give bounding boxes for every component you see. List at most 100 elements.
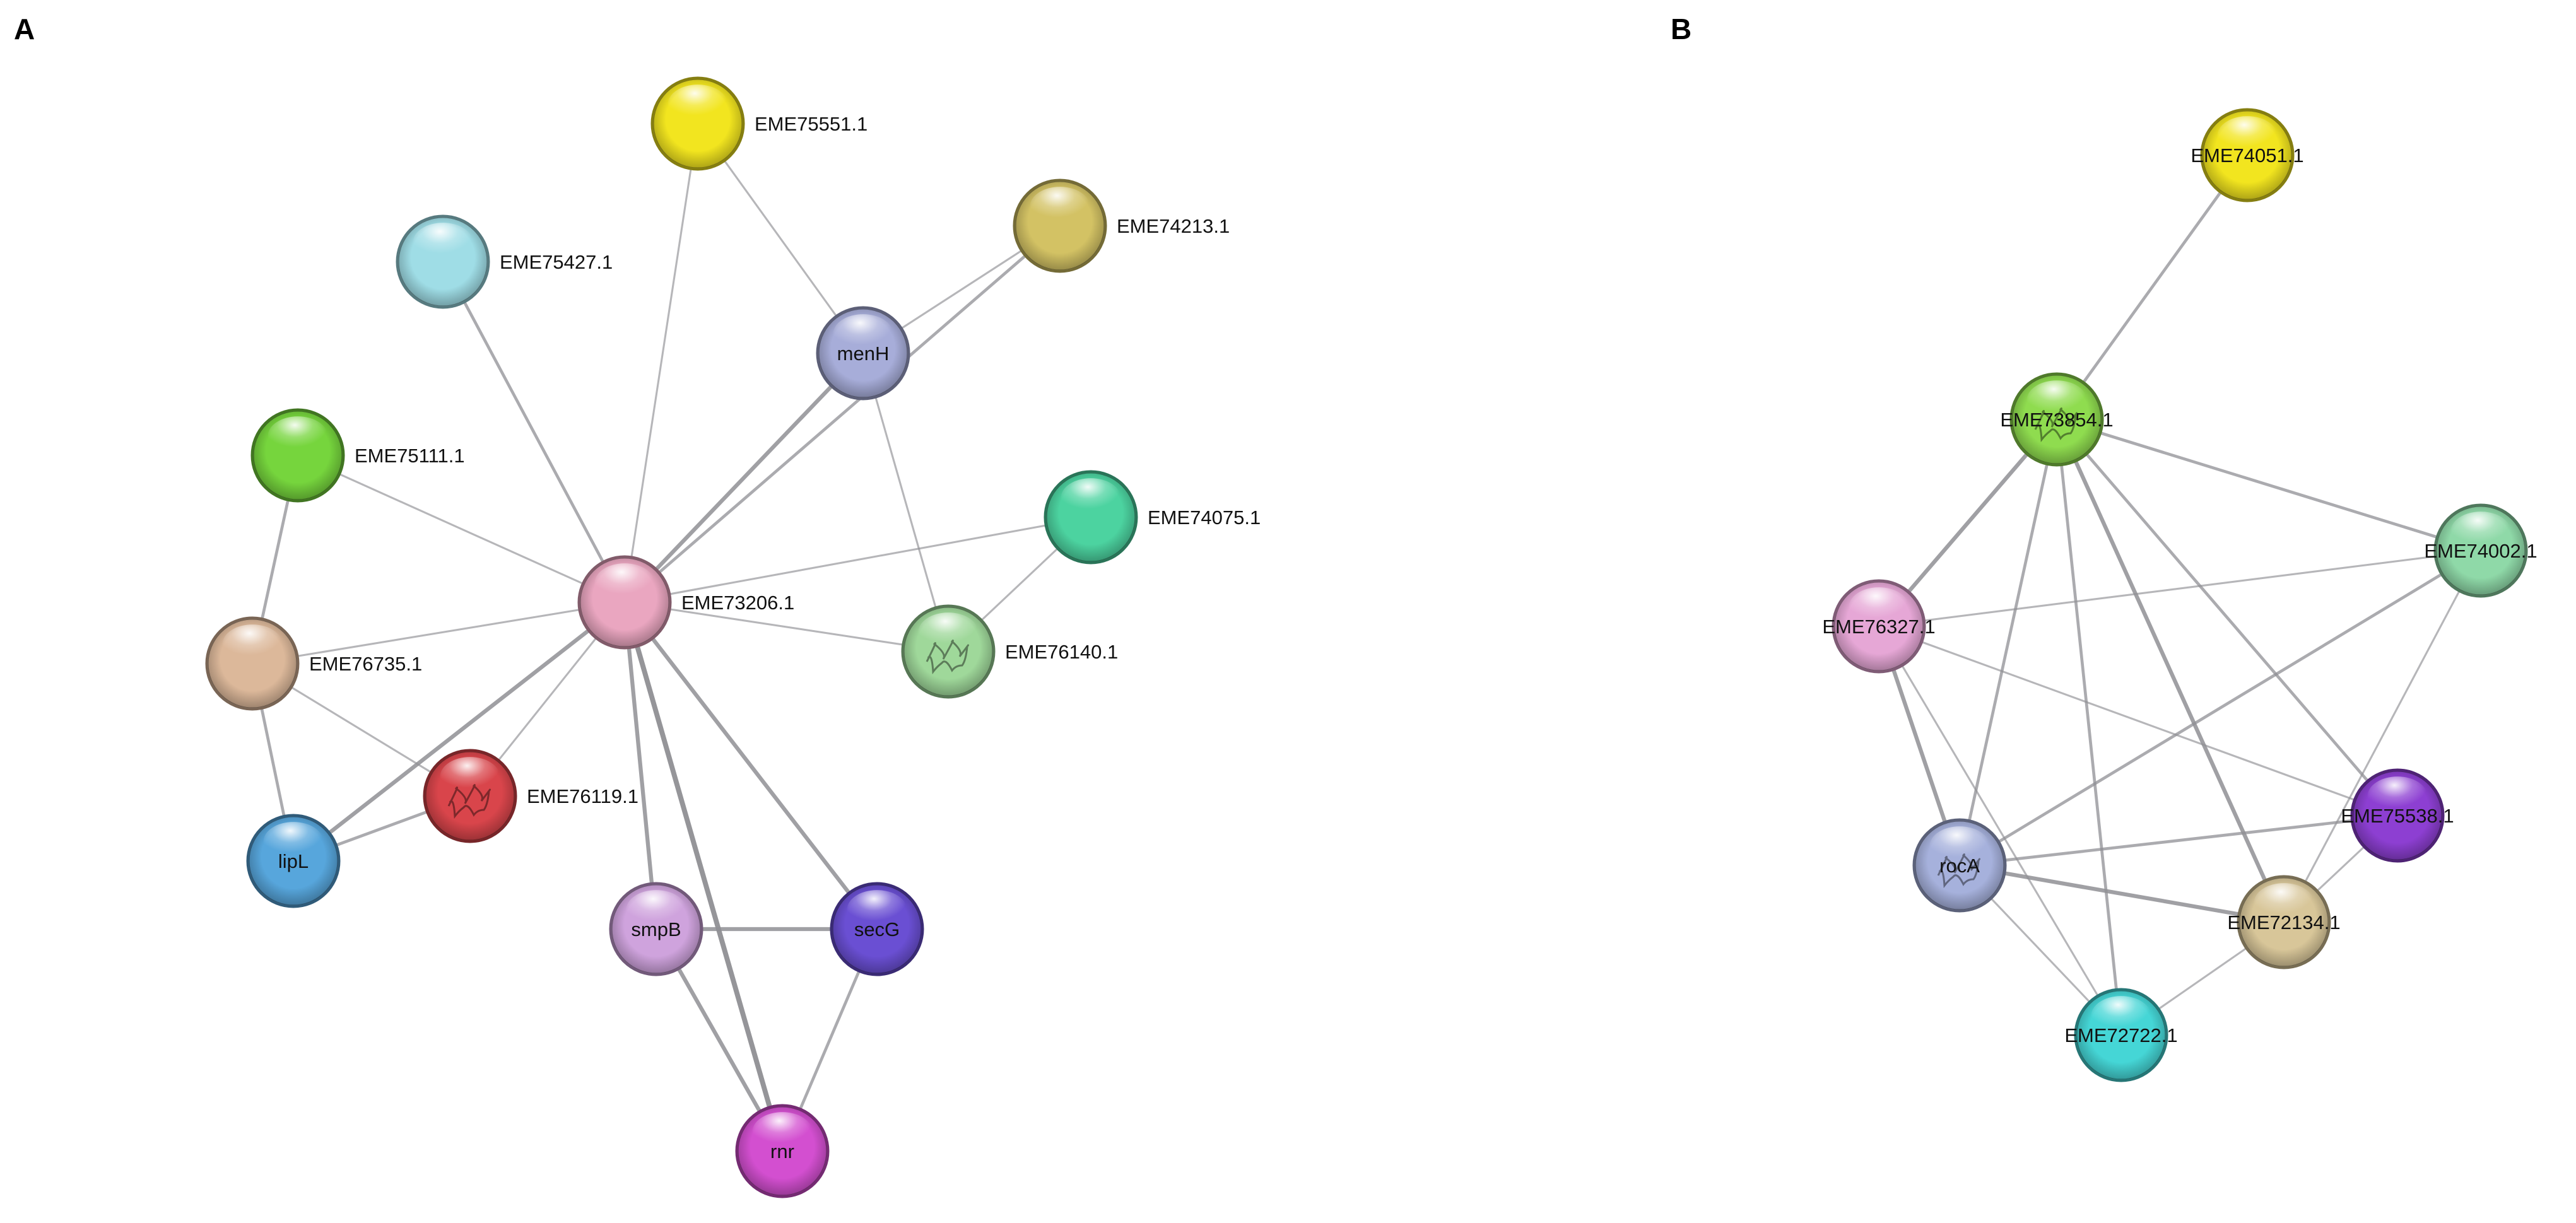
node-EME75111.1[interactable]: EME75111.1 <box>250 408 465 503</box>
edge-EME73206.1-rnr <box>622 600 785 1154</box>
node-label: EME74075.1 <box>1148 506 1261 529</box>
node-highlight <box>668 85 728 125</box>
node-label: menH <box>837 342 890 365</box>
node-label: EME76735.1 <box>309 653 422 675</box>
node-highlight <box>268 416 328 457</box>
node-highlight <box>752 1112 813 1152</box>
edge-EME73206.1-EME74213.1 <box>623 224 1062 604</box>
node-label: EME76140.1 <box>1005 641 1118 663</box>
node-highlight <box>2367 776 2428 817</box>
node-highlight <box>440 757 500 797</box>
node-EME75551.1[interactable]: EME75551.1 <box>650 76 867 171</box>
node-highlight <box>1030 187 1090 227</box>
protein-structure-icon <box>2034 407 2078 443</box>
node-EME76327.1[interactable]: EME76327.1 <box>1822 579 1936 674</box>
node-rnr[interactable]: rnr <box>735 1104 830 1198</box>
node-EME74002.1[interactable]: EME74002.1 <box>2424 503 2538 598</box>
edge-EME73854.1-EME72722.1 <box>2055 418 2123 1037</box>
node-EME75538.1[interactable]: EME75538.1 <box>2341 768 2454 863</box>
node-label: rocA <box>1939 855 1980 877</box>
panel-b-letter: B <box>1671 13 1691 45</box>
edge-rocA-EME72134.1 <box>1957 863 2286 925</box>
node-menH[interactable]: menH <box>816 306 910 401</box>
node-EME76140.1[interactable]: EME76140.1 <box>901 604 1118 699</box>
edge-EME74002.1-rocA <box>1958 549 2483 867</box>
edge-EME73206.1-EME75551.1 <box>623 122 699 604</box>
node-label: smpB <box>631 918 681 940</box>
edge-EME73206.1-lipL <box>291 600 627 863</box>
edge-rocA-EME75538.1 <box>1958 814 2399 867</box>
node-EME72722.1[interactable]: EME72722.1 <box>2064 988 2178 1082</box>
node-highlight <box>2026 380 2087 421</box>
node-highlight <box>222 624 283 665</box>
node-EME76735.1[interactable]: EME76735.1 <box>205 616 422 711</box>
node-EME73206.1[interactable]: EME73206.1 <box>577 555 794 650</box>
node-highlight <box>263 822 324 862</box>
node-label: secG <box>854 918 900 940</box>
node-highlight <box>847 890 907 930</box>
node-highlight <box>2091 996 2151 1036</box>
node-highlight <box>594 563 655 604</box>
node-EME76119.1[interactable]: EME76119.1 <box>423 749 638 843</box>
node-highlight <box>918 612 979 653</box>
node-EME72134.1[interactable]: EME72134.1 <box>2227 875 2341 969</box>
node-label: EME76119.1 <box>527 785 638 807</box>
edge-EME73206.1-EME74075.1 <box>623 516 1092 604</box>
edge-EME76327.1-EME74002.1 <box>1878 549 2482 628</box>
node-highlight <box>2217 116 2278 156</box>
node-label: EME74213.1 <box>1117 215 1230 237</box>
node-rocA[interactable]: rocA <box>1912 818 2007 913</box>
node-highlight <box>413 223 473 263</box>
node-label: EME75551.1 <box>755 113 867 135</box>
node-highlight <box>1061 478 1121 518</box>
node-EME74051.1[interactable]: EME74051.1 <box>2191 108 2304 202</box>
node-smpB[interactable]: smpB <box>609 882 703 976</box>
node-highlight <box>626 890 686 930</box>
node-secG[interactable]: secG <box>830 882 924 976</box>
edge-EME73206.1-menH <box>622 351 866 605</box>
node-EME74213.1[interactable]: EME74213.1 <box>1013 178 1230 273</box>
node-highlight <box>1929 826 1990 867</box>
edge-EME73206.1-EME76735.1 <box>251 601 626 665</box>
edge-EME73854.1-EME75538.1 <box>2055 418 2399 817</box>
edge-EME74002.1-EME72134.1 <box>2283 549 2482 923</box>
edge-EME76327.1-EME72722.1 <box>1878 625 2122 1036</box>
panel-a: A EME75551.1EME74213.1EME75427.1menHEME7… <box>14 13 1261 1198</box>
protein-structure-icon <box>926 640 969 675</box>
node-lipL[interactable]: lipL <box>246 814 341 908</box>
edge-EME74051.1-EME73854.1 <box>2055 153 2249 421</box>
node-label: EME75111.1 <box>355 445 465 467</box>
node-EME73854.1[interactable]: EME73854.1 <box>2000 372 2114 467</box>
protein-structure-icon <box>447 784 491 819</box>
node-label: EME73206.1 <box>681 592 794 614</box>
edge-EME73206.1-EME75111.1 <box>297 454 626 604</box>
node-EME74075.1[interactable]: EME74075.1 <box>1044 470 1261 565</box>
node-label: EME74002.1 <box>2424 540 2537 562</box>
panel-b-nodes: EME74051.1EME73854.1EME74002.1EME76327.1… <box>1822 108 2538 1082</box>
edge-EME73854.1-rocA <box>1958 418 2059 867</box>
edge-EME73206.1-EME75427.1 <box>441 260 626 604</box>
node-label: EME72722.1 <box>2064 1024 2177 1046</box>
node-label: EME72134.1 <box>2227 911 2340 933</box>
node-label: EME73854.1 <box>2000 409 2113 431</box>
edge-EME76327.1-EME75538.1 <box>1878 625 2399 817</box>
edge-EME73206.1-EME76140.1 <box>623 601 950 653</box>
edge-EME75551.1-menH <box>697 122 864 354</box>
node-label: EME74051.1 <box>2191 144 2303 167</box>
node-highlight <box>833 314 893 354</box>
edge-EME73206.1-smpB <box>622 600 659 932</box>
node-label: EME75427.1 <box>500 251 613 273</box>
node-EME75427.1[interactable]: EME75427.1 <box>396 214 613 309</box>
node-highlight <box>2254 883 2314 923</box>
node-highlight <box>2450 512 2511 552</box>
panel-a-letter: A <box>14 13 35 45</box>
node-label: EME75538.1 <box>2341 805 2454 827</box>
node-label: EME76327.1 <box>1822 616 1935 638</box>
protein-structure-icon <box>1937 853 1980 889</box>
edge-EME73854.1-EME72134.1 <box>2054 417 2286 925</box>
node-highlight <box>1849 587 1909 628</box>
panel-b: B EME74051.1EME73854.1EME74002.1EME76327… <box>1671 13 2538 1082</box>
